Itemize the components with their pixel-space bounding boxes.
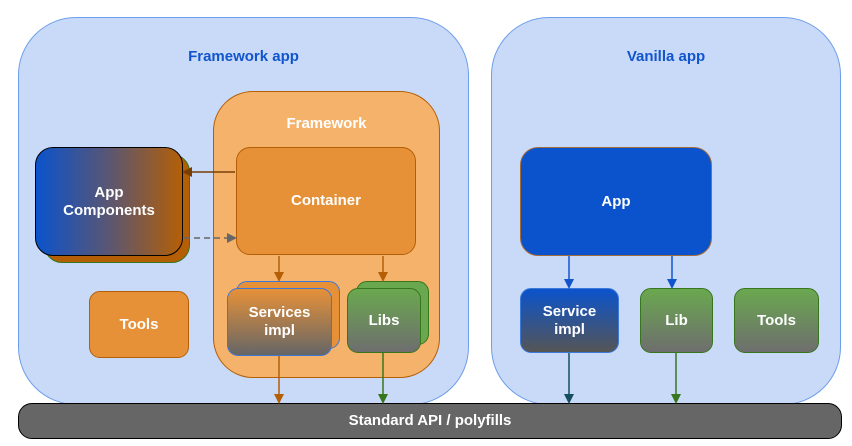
services-impl-node[interactable]: Services impl <box>227 288 332 356</box>
standard-api-bar[interactable]: Standard API / polyfills <box>18 403 842 439</box>
standard-api-label: Standard API / polyfills <box>348 412 512 429</box>
vanilla-app-node[interactable]: App <box>520 147 712 256</box>
app-components-label: App Components <box>63 183 155 219</box>
libs-node[interactable]: Libs <box>347 288 421 353</box>
framework-app-title: Framework app <box>188 48 299 65</box>
vanilla-tools-label: Tools <box>757 311 796 329</box>
container-label: Container <box>290 192 361 209</box>
libs-label: Libs <box>368 311 400 329</box>
services-impl-label: Services impl <box>248 304 311 339</box>
vanilla-app-label: App <box>601 192 631 210</box>
framework-tools-node[interactable]: Tools <box>89 291 189 358</box>
service-impl-label: Service impl <box>542 302 597 338</box>
vanilla-app-title: Vanilla app <box>626 48 706 65</box>
lib-node[interactable]: Lib <box>640 288 713 353</box>
vanilla-tools-node[interactable]: Tools <box>734 288 819 353</box>
app-components-node[interactable]: App Components <box>35 147 183 256</box>
framework-title: Framework <box>286 115 367 132</box>
container-node[interactable]: Container <box>236 147 416 255</box>
service-impl-node[interactable]: Service impl <box>520 288 619 353</box>
framework-tools-label: Tools <box>119 315 159 333</box>
lib-label: Lib <box>665 311 688 329</box>
